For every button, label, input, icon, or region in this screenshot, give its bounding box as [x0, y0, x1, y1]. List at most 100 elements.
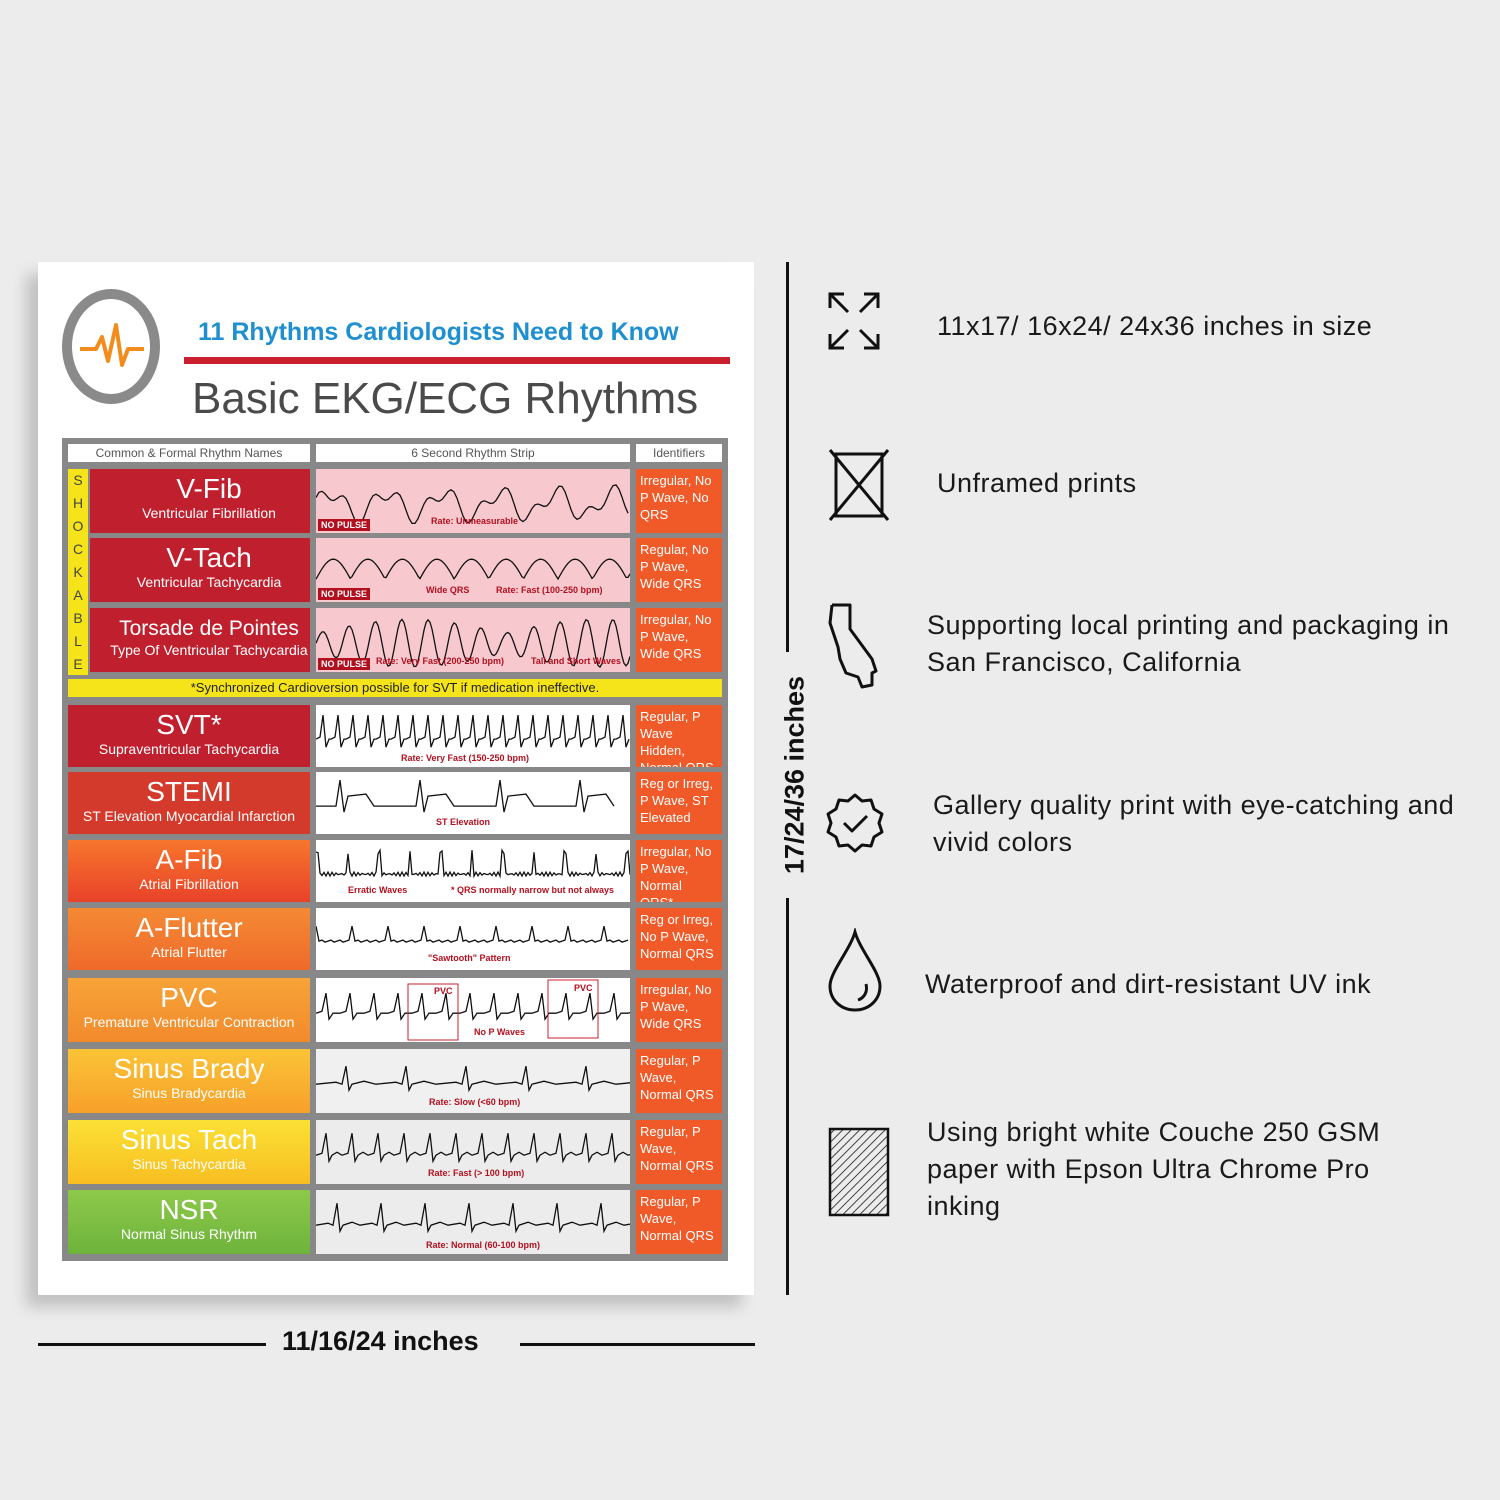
- rhythm-identifiers: Reg or Irreg, P Wave, ST Elevated: [636, 772, 722, 834]
- ecg-waveform: [316, 979, 630, 1041]
- rhythm-identifiers: Irregular, No P Wave, Normal QRS*: [636, 840, 722, 902]
- rhythm-identifiers: Regular, P Wave, Normal QRS: [636, 1120, 722, 1184]
- rhythm-identifiers: Regular, P Wave, Normal QRS: [636, 1049, 722, 1113]
- poster-title: Basic EKG/ECG Rhythms: [192, 374, 699, 423]
- ecg-trace: [316, 993, 630, 1022]
- rhythm-name: STEMI: [146, 776, 232, 807]
- poster: 11 Rhythms Cardiologists Need to Know Ba…: [38, 262, 754, 1295]
- height-dimension-label: 17/24/36 inches: [779, 675, 810, 875]
- rhythm-strip: Rate: Fast (> 100 bpm): [316, 1120, 630, 1184]
- ecg-trace: [316, 558, 630, 581]
- rhythm-name: SVT*: [156, 709, 222, 740]
- rhythm-name: Sinus Tach: [120, 1124, 258, 1155]
- no-pulse-badge: NO PULSE: [318, 658, 371, 670]
- rhythm-identifiers: Irregular, No P Wave, Wide QRS: [636, 608, 722, 672]
- rhythm-formal-name: Sinus Bradycardia: [132, 1085, 246, 1101]
- no-pulse-badge: NO PULSE: [318, 588, 371, 600]
- shockable-letter: L: [74, 633, 82, 649]
- shockable-row-fill: [90, 469, 108, 533]
- strip-annotation: Rate: Unmeasurable: [431, 516, 519, 526]
- ecg-waveform: [316, 558, 630, 581]
- feature-paper-text: Using bright white Couche 250 GSM paper …: [927, 1117, 1381, 1221]
- strip-annotation: Wide QRS: [426, 585, 470, 595]
- poster-subtitle: 11 Rhythms Cardiologists Need to Know: [198, 318, 679, 346]
- feature-unframed-text: Unframed prints: [937, 468, 1137, 498]
- shockable-letter: H: [72, 495, 84, 511]
- rhythm-formal-name: Type Of Ventricular Tachycardia: [110, 642, 308, 658]
- heartbeat-logo-icon: [62, 289, 160, 404]
- rhythm-formal-name: Sinus Tachycardia: [132, 1156, 246, 1172]
- ecg-waveform: [316, 618, 630, 669]
- rhythm-strip: ST Elevation: [316, 772, 630, 834]
- strip-annotation: PVC: [434, 986, 453, 996]
- ecg-trace: [316, 925, 629, 943]
- rhythm-name: A-Fib: [155, 844, 223, 875]
- ecg-waveform: [316, 1133, 630, 1164]
- feature-local-printing-text: Supporting local printing and packaging …: [927, 610, 1450, 677]
- rhythm-identifiers: Irregular, No P Wave, Wide QRS: [636, 978, 722, 1042]
- column-header-identifiers: Identifiers: [636, 444, 722, 462]
- width-dimension-line-left: [38, 1343, 266, 1346]
- rhythm-strip: Erratic Waves* QRS normally narrow but n…: [316, 840, 630, 902]
- ecg-trace: [316, 618, 630, 669]
- shockable-label: S H O C K A B L E: [68, 469, 88, 675]
- rhythm-strip: Rate: Slow (<60 bpm): [316, 1049, 630, 1113]
- rhythm-strip: NO PULSE Wide QRS Rate: Fast (100-250 bpm): [316, 538, 630, 602]
- rhythm-strip: Rate: Normal (60-100 bpm): [316, 1190, 630, 1254]
- cardioversion-note: *Synchronized Cardioversion possible for…: [68, 679, 722, 697]
- ecg-waveform: [316, 1066, 630, 1093]
- shockable-letter: S: [73, 472, 83, 488]
- ecg-trace: [316, 1133, 630, 1164]
- rhythm-formal-name: Atrial Flutter: [151, 944, 227, 960]
- shockable-row-fill: [90, 538, 108, 602]
- strip-annotation: Rate: Normal (60-100 bpm): [426, 1240, 541, 1250]
- rhythm-formal-name: Premature Ventricular Contraction: [83, 1014, 295, 1030]
- ecg-waveform: [316, 715, 630, 748]
- rhythm-strip: Rate: Very Fast (150-250 bpm): [316, 705, 630, 767]
- shockable-letter: E: [73, 656, 83, 672]
- pvc-highlight-box: [547, 979, 599, 1039]
- ecg-waveform: [316, 925, 629, 943]
- rhythm-strip: "Sawtooth" Pattern: [316, 908, 630, 970]
- strip-annotation: Rate: Slow (<60 bpm): [429, 1097, 521, 1107]
- pvc-highlight-box: [407, 983, 459, 1041]
- rhythm-name: A-Flutter: [135, 912, 243, 943]
- rhythm-name: PVC: [160, 982, 218, 1013]
- rhythm-identifiers: Regular, P Wave, Normal QRS: [636, 1190, 722, 1254]
- rhythm-formal-name: Ventricular Tachycardia: [136, 574, 282, 590]
- height-dimension-line-top: [786, 262, 789, 652]
- feature-size-text: 11x17/ 16x24/ 24x36 inches in size: [937, 311, 1373, 341]
- strip-annotation: Rate: Fast (100-250 bpm): [496, 585, 603, 595]
- feature-waterproof-text: Waterproof and dirt-resistant UV ink: [925, 969, 1372, 999]
- strip-annotation: ST Elevation: [436, 817, 491, 827]
- rhythm-formal-name: ST Elevation Myocardial Infarction: [82, 808, 296, 824]
- rhythm-formal-name: Normal Sinus Rhythm: [120, 1226, 258, 1242]
- rhythm-identifiers: Irregular, No P Wave, No QRS: [636, 469, 722, 533]
- ecg-trace: [316, 1066, 630, 1093]
- ecg-waveform: [316, 1203, 630, 1234]
- ecg-trace: [316, 780, 615, 813]
- ecg-waveform: [316, 780, 615, 813]
- ecg-trace: [316, 484, 629, 525]
- shockable-letter: O: [72, 518, 84, 534]
- feature-gallery-quality-text: Gallery quality print with eye-catching …: [933, 790, 1455, 857]
- column-header-strip: 6 Second Rhythm Strip: [316, 444, 630, 462]
- rhythm-identifiers: Regular, No P Wave, Wide QRS: [636, 538, 722, 602]
- shockable-row-fill: [90, 608, 108, 672]
- rhythm-name: Sinus Brady: [113, 1053, 265, 1084]
- rhythm-name: V-Fib: [176, 473, 242, 504]
- column-header-names: Common & Formal Rhythm Names: [68, 444, 310, 462]
- rhythm-name: NSR: [159, 1194, 219, 1225]
- strip-annotation: Rate: Fast (> 100 bpm): [428, 1168, 525, 1178]
- rhythm-formal-name: Ventricular Fibrillation: [142, 505, 276, 521]
- strip-annotation: Tall and Short Waves: [531, 656, 622, 666]
- width-dimension-label: 11/16/24 inches: [282, 1326, 479, 1356]
